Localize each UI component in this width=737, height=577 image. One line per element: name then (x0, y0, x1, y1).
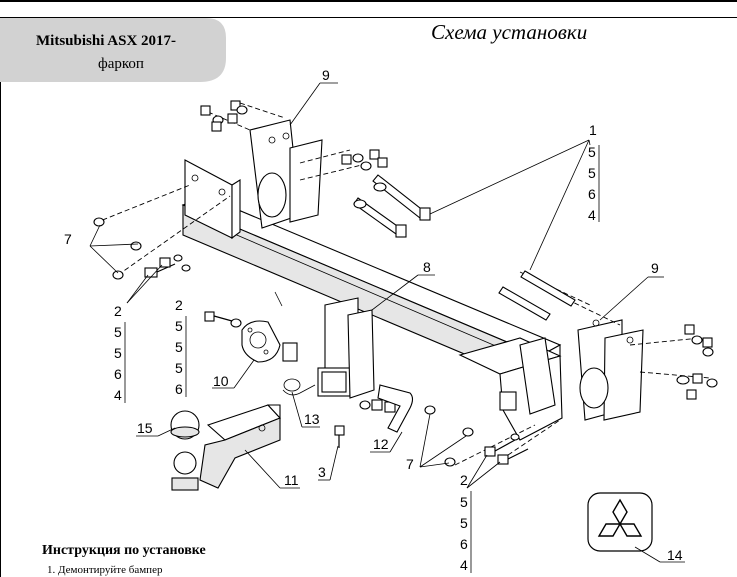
product-type: фаркоп (98, 56, 144, 72)
nuts-right-side (676, 324, 718, 400)
stack-mid-b: 5 (175, 339, 183, 355)
callout-1-stack-b: 5 (588, 165, 596, 181)
page-top-border (0, 0, 737, 2)
bolt-part-3 (334, 425, 345, 448)
assembly-lines (94, 102, 711, 466)
tow-ball-part-15 (170, 410, 200, 491)
callout-10: 10 (213, 373, 229, 389)
callout-9-left: 9 (322, 67, 330, 83)
drawbar-part-11 (199, 404, 281, 489)
socket-plate-part-10 (204, 311, 298, 363)
nuts-top-left (200, 100, 248, 132)
callout-15: 15 (137, 420, 153, 436)
left-bracket (184, 159, 241, 240)
callout-13: 13 (304, 411, 320, 427)
pin-part-12 (377, 384, 414, 433)
callout-1-stack-c: 6 (588, 186, 596, 202)
callout-1-stack-a: 5 (588, 144, 596, 160)
callout-labels: 9 1 5 5 6 4 7 2 5 5 6 4 2 5 5 5 6 4 8 9 … (64, 67, 683, 573)
callout-3: 3 (318, 464, 326, 480)
stack-left-d: 4 (114, 387, 122, 403)
stack-left-c: 6 (114, 366, 122, 382)
mitsubishi-logo-part-14 (587, 492, 653, 552)
callout-2-left: 2 (114, 303, 122, 319)
callout-1-stack-d: 4 (588, 207, 596, 223)
bolts-left-2 (144, 254, 191, 278)
callout-7-right: 7 (406, 456, 414, 472)
stack-bottom-d: 4 (460, 557, 468, 573)
callout-1: 1 (589, 122, 597, 138)
callout-2-bottom: 2 (460, 472, 468, 488)
stack-bottom-b: 5 (460, 515, 468, 531)
page-header-line (0, 17, 737, 18)
callout-9-right: 9 (651, 260, 659, 276)
vehicle-model: Mitsubishi ASX 2017- (36, 33, 177, 49)
right-side-bracket-part-9 (577, 319, 644, 421)
stack-mid-c: 5 (175, 360, 183, 376)
callout-12: 12 (373, 436, 389, 452)
stack-mid-d: 6 (175, 381, 183, 397)
callout-2-mid: 2 (175, 297, 183, 313)
stack-left-a: 5 (114, 324, 122, 340)
page-left-border (0, 18, 1, 577)
model-tab-background (0, 18, 226, 82)
callout-11: 11 (284, 472, 299, 488)
left-side-bracket-part-9 (249, 119, 323, 229)
instruction-step-1: 1. Демонтируйте бампер (47, 564, 163, 576)
bolt-center-nuts (359, 399, 436, 415)
fastener-stacks (93, 100, 718, 467)
callout-leaders (89, 82, 685, 563)
stack-mid-a: 5 (175, 318, 183, 334)
nuts-top-right (341, 149, 388, 209)
pin-clip-part-13 (282, 378, 316, 396)
bolts-bottom-2 (444, 427, 529, 467)
callout-14: 14 (667, 547, 683, 563)
hitch-receiver (274, 291, 375, 399)
stack-bottom-a: 5 (460, 494, 468, 510)
stack-bottom-c: 6 (460, 536, 468, 552)
instructions-title: Инструкция по установке (42, 543, 206, 558)
right-bracket (458, 337, 563, 441)
callout-7-left: 7 (64, 231, 72, 247)
stack-left-b: 5 (114, 345, 122, 361)
scheme-title: Схема установки (431, 20, 588, 44)
callout-8: 8 (423, 259, 431, 275)
washers-left-7 (93, 217, 142, 280)
